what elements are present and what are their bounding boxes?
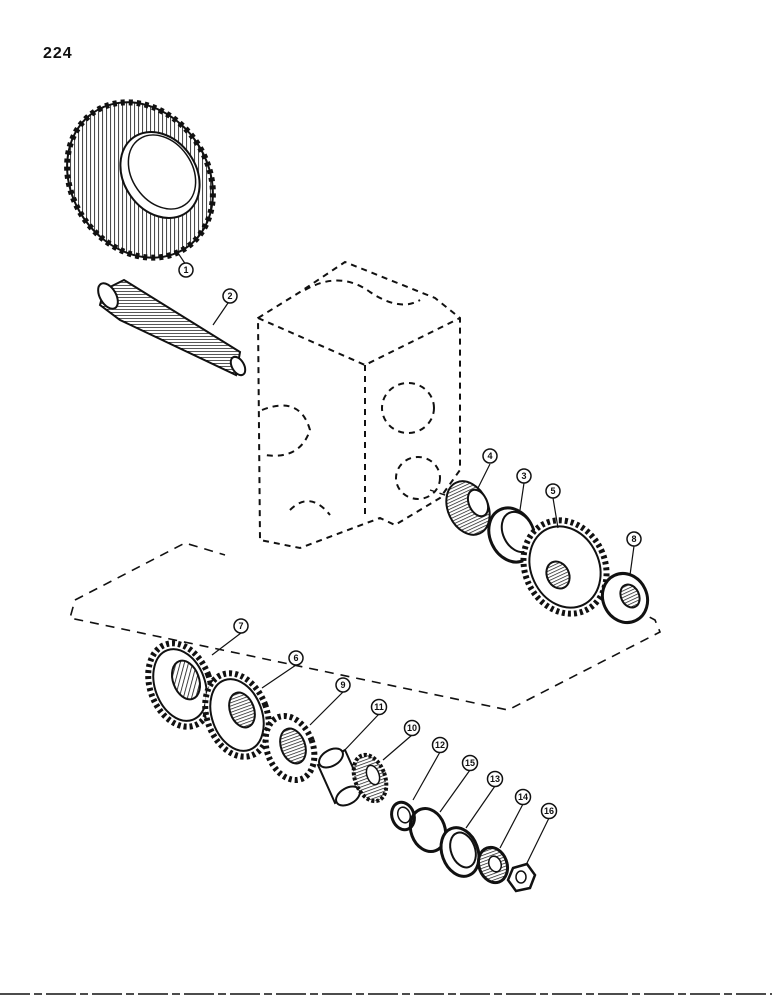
spur-gear-5 [520,517,610,617]
callout-13: 13 [486,770,504,788]
svg-text:11: 11 [374,702,384,712]
callout-9: 9 [335,677,351,693]
gear-6 [202,670,272,760]
leader-lines [175,249,635,866]
bearing-cone-14 [476,845,510,885]
callout-16: 16 [540,802,558,820]
washer-12 [390,800,416,832]
gear-9 [262,713,318,783]
bearing-cup-13 [439,826,481,878]
callout-12: 12 [431,736,449,754]
callout-3: 3 [516,468,532,484]
svg-text:12: 12 [435,740,445,750]
callout-2: 2 [222,288,238,304]
svg-text:6: 6 [293,653,298,663]
page-number: 224 [43,45,73,62]
svg-text:10: 10 [407,723,417,733]
gear-10 [351,752,389,804]
callout-10: 10 [403,719,421,737]
transmission-housing [256,260,461,550]
pinion-shaft [97,278,247,377]
svg-text:15: 15 [465,758,475,768]
callout-14: 14 [514,788,532,806]
svg-text:8: 8 [631,534,636,544]
svg-text:16: 16 [544,806,554,816]
snap-ring-15 [408,807,448,853]
callout-1: 1 [178,262,194,278]
svg-text:9: 9 [340,680,345,690]
tapered-roller-bearing [445,480,491,536]
svg-text:7: 7 [238,621,243,631]
callout-4: 4 [482,448,498,464]
svg-text:3: 3 [521,471,526,481]
svg-text:5: 5 [550,486,555,496]
svg-text:13: 13 [490,774,500,784]
svg-text:1: 1 [183,265,188,275]
svg-text:14: 14 [518,792,528,802]
gear-7 [145,640,215,730]
callouts: 1 2 3 4 5 6 7 8 9 10 11 12 13 14 15 16 [178,262,642,820]
callout-15: 15 [461,754,479,772]
ring-gear [64,99,216,261]
svg-text:4: 4 [487,451,492,461]
nut-16 [506,862,537,893]
axis-line [429,489,461,501]
spacer-8 [600,572,650,624]
callout-7: 7 [233,618,249,634]
svg-text:2: 2 [227,291,232,301]
callout-6: 6 [288,650,304,666]
callout-11: 11 [370,698,388,716]
callout-5: 5 [545,483,561,499]
callout-8: 8 [626,531,642,547]
